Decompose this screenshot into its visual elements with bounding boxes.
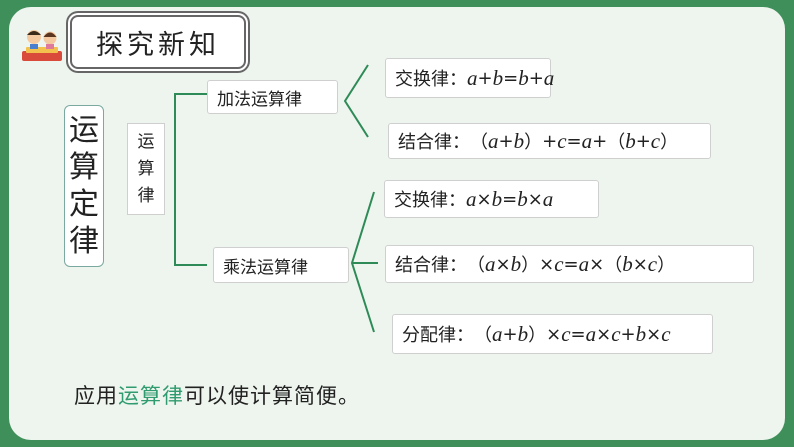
var: a: [492, 321, 503, 346]
var: c: [557, 128, 567, 153]
op: ）: [528, 325, 547, 346]
op: （: [607, 132, 626, 153]
var: b: [491, 186, 503, 211]
op: ×: [596, 323, 612, 345]
var: b: [622, 251, 633, 276]
addition-laws-label: 加法运算律: [207, 80, 338, 114]
main-label-char: 律: [69, 224, 99, 259]
var: a: [543, 65, 555, 90]
sub-label-char: 算: [137, 158, 155, 179]
op: ）: [657, 255, 676, 276]
main-label-char: 算: [69, 150, 99, 185]
op: =: [563, 253, 579, 275]
summary-highlight: 运算律: [118, 384, 184, 408]
op: （: [470, 132, 488, 153]
op: =: [570, 323, 586, 345]
var: c: [561, 321, 571, 346]
op: ×: [527, 188, 543, 210]
op: +: [498, 130, 514, 152]
var: b: [492, 65, 504, 90]
addition-associative-law: 结合律：（a+b）+c=a+（b+c）: [388, 123, 711, 159]
main-label: 运 算 定 律: [64, 105, 104, 267]
op: =: [502, 188, 518, 210]
law-name: 结合律：: [395, 255, 467, 276]
distributive-law: 分配律：（a+b）×c=a×c+b×c: [392, 314, 713, 354]
law-name: 交换律：: [395, 69, 467, 90]
summary-prefix: 应用: [74, 384, 118, 408]
main-bracket: [174, 93, 207, 266]
var: b: [517, 186, 528, 211]
op: ×: [539, 253, 555, 275]
var: b: [518, 65, 529, 90]
sub-label-char: 运: [137, 131, 155, 152]
op: =: [566, 130, 582, 152]
var: a: [578, 251, 590, 276]
var: c: [554, 251, 564, 276]
var: b: [635, 321, 647, 346]
op: ×: [589, 253, 605, 275]
op: ）: [660, 132, 679, 153]
var: b: [513, 128, 525, 153]
op: ×: [546, 323, 562, 345]
var: c: [611, 321, 621, 346]
var: a: [485, 251, 496, 276]
op: （: [604, 255, 623, 276]
summary-suffix: 可以使计算简便。: [184, 384, 360, 408]
var: a: [542, 186, 554, 211]
var: a: [581, 128, 593, 153]
op: ×: [632, 253, 648, 275]
summary-text: 应用运算律可以使计算简便。: [74, 380, 360, 410]
var: b: [625, 128, 636, 153]
op: ）: [521, 255, 540, 276]
main-label-char: 运: [69, 113, 99, 148]
multiplication-commutative-law: 交换律：a×b=b×a: [384, 180, 599, 218]
section-title: 探究新知: [70, 15, 246, 69]
op: ）: [524, 132, 543, 153]
op: （: [467, 255, 485, 276]
sub-label: 运 算 律: [127, 123, 165, 215]
var: b: [510, 251, 522, 276]
law-name: 结合律：: [398, 132, 470, 153]
reading-children-icon: [22, 30, 62, 61]
op: ×: [495, 253, 511, 275]
op: +: [592, 130, 608, 152]
op: ×: [476, 188, 492, 210]
law-name: 分配律：: [402, 325, 474, 346]
addition-commutative-law: 交换律：a+b=b+a: [385, 58, 554, 98]
op: +: [620, 323, 636, 345]
var: c: [661, 321, 671, 346]
addition-fork: [343, 64, 369, 138]
var: a: [488, 128, 499, 153]
op: +: [528, 67, 544, 89]
op: +: [542, 130, 558, 152]
multiplication-laws-label: 乘法运算律: [213, 247, 349, 283]
var: b: [517, 321, 529, 346]
multiplication-fork: [350, 191, 378, 333]
main-label-char: 定: [69, 187, 99, 222]
multiplication-associative-law: 结合律：（a×b）×c=a×（b×c）: [385, 245, 754, 283]
var: c: [650, 128, 661, 153]
sub-label-char: 律: [137, 185, 155, 206]
var: c: [647, 251, 658, 276]
op: =: [503, 67, 519, 89]
op: +: [635, 130, 651, 152]
op: （: [474, 325, 492, 346]
op: ×: [646, 323, 662, 345]
law-name: 交换律：: [394, 190, 466, 211]
var: a: [585, 321, 597, 346]
op: +: [502, 323, 518, 345]
op: +: [477, 67, 493, 89]
var: a: [467, 65, 478, 90]
var: a: [466, 186, 477, 211]
